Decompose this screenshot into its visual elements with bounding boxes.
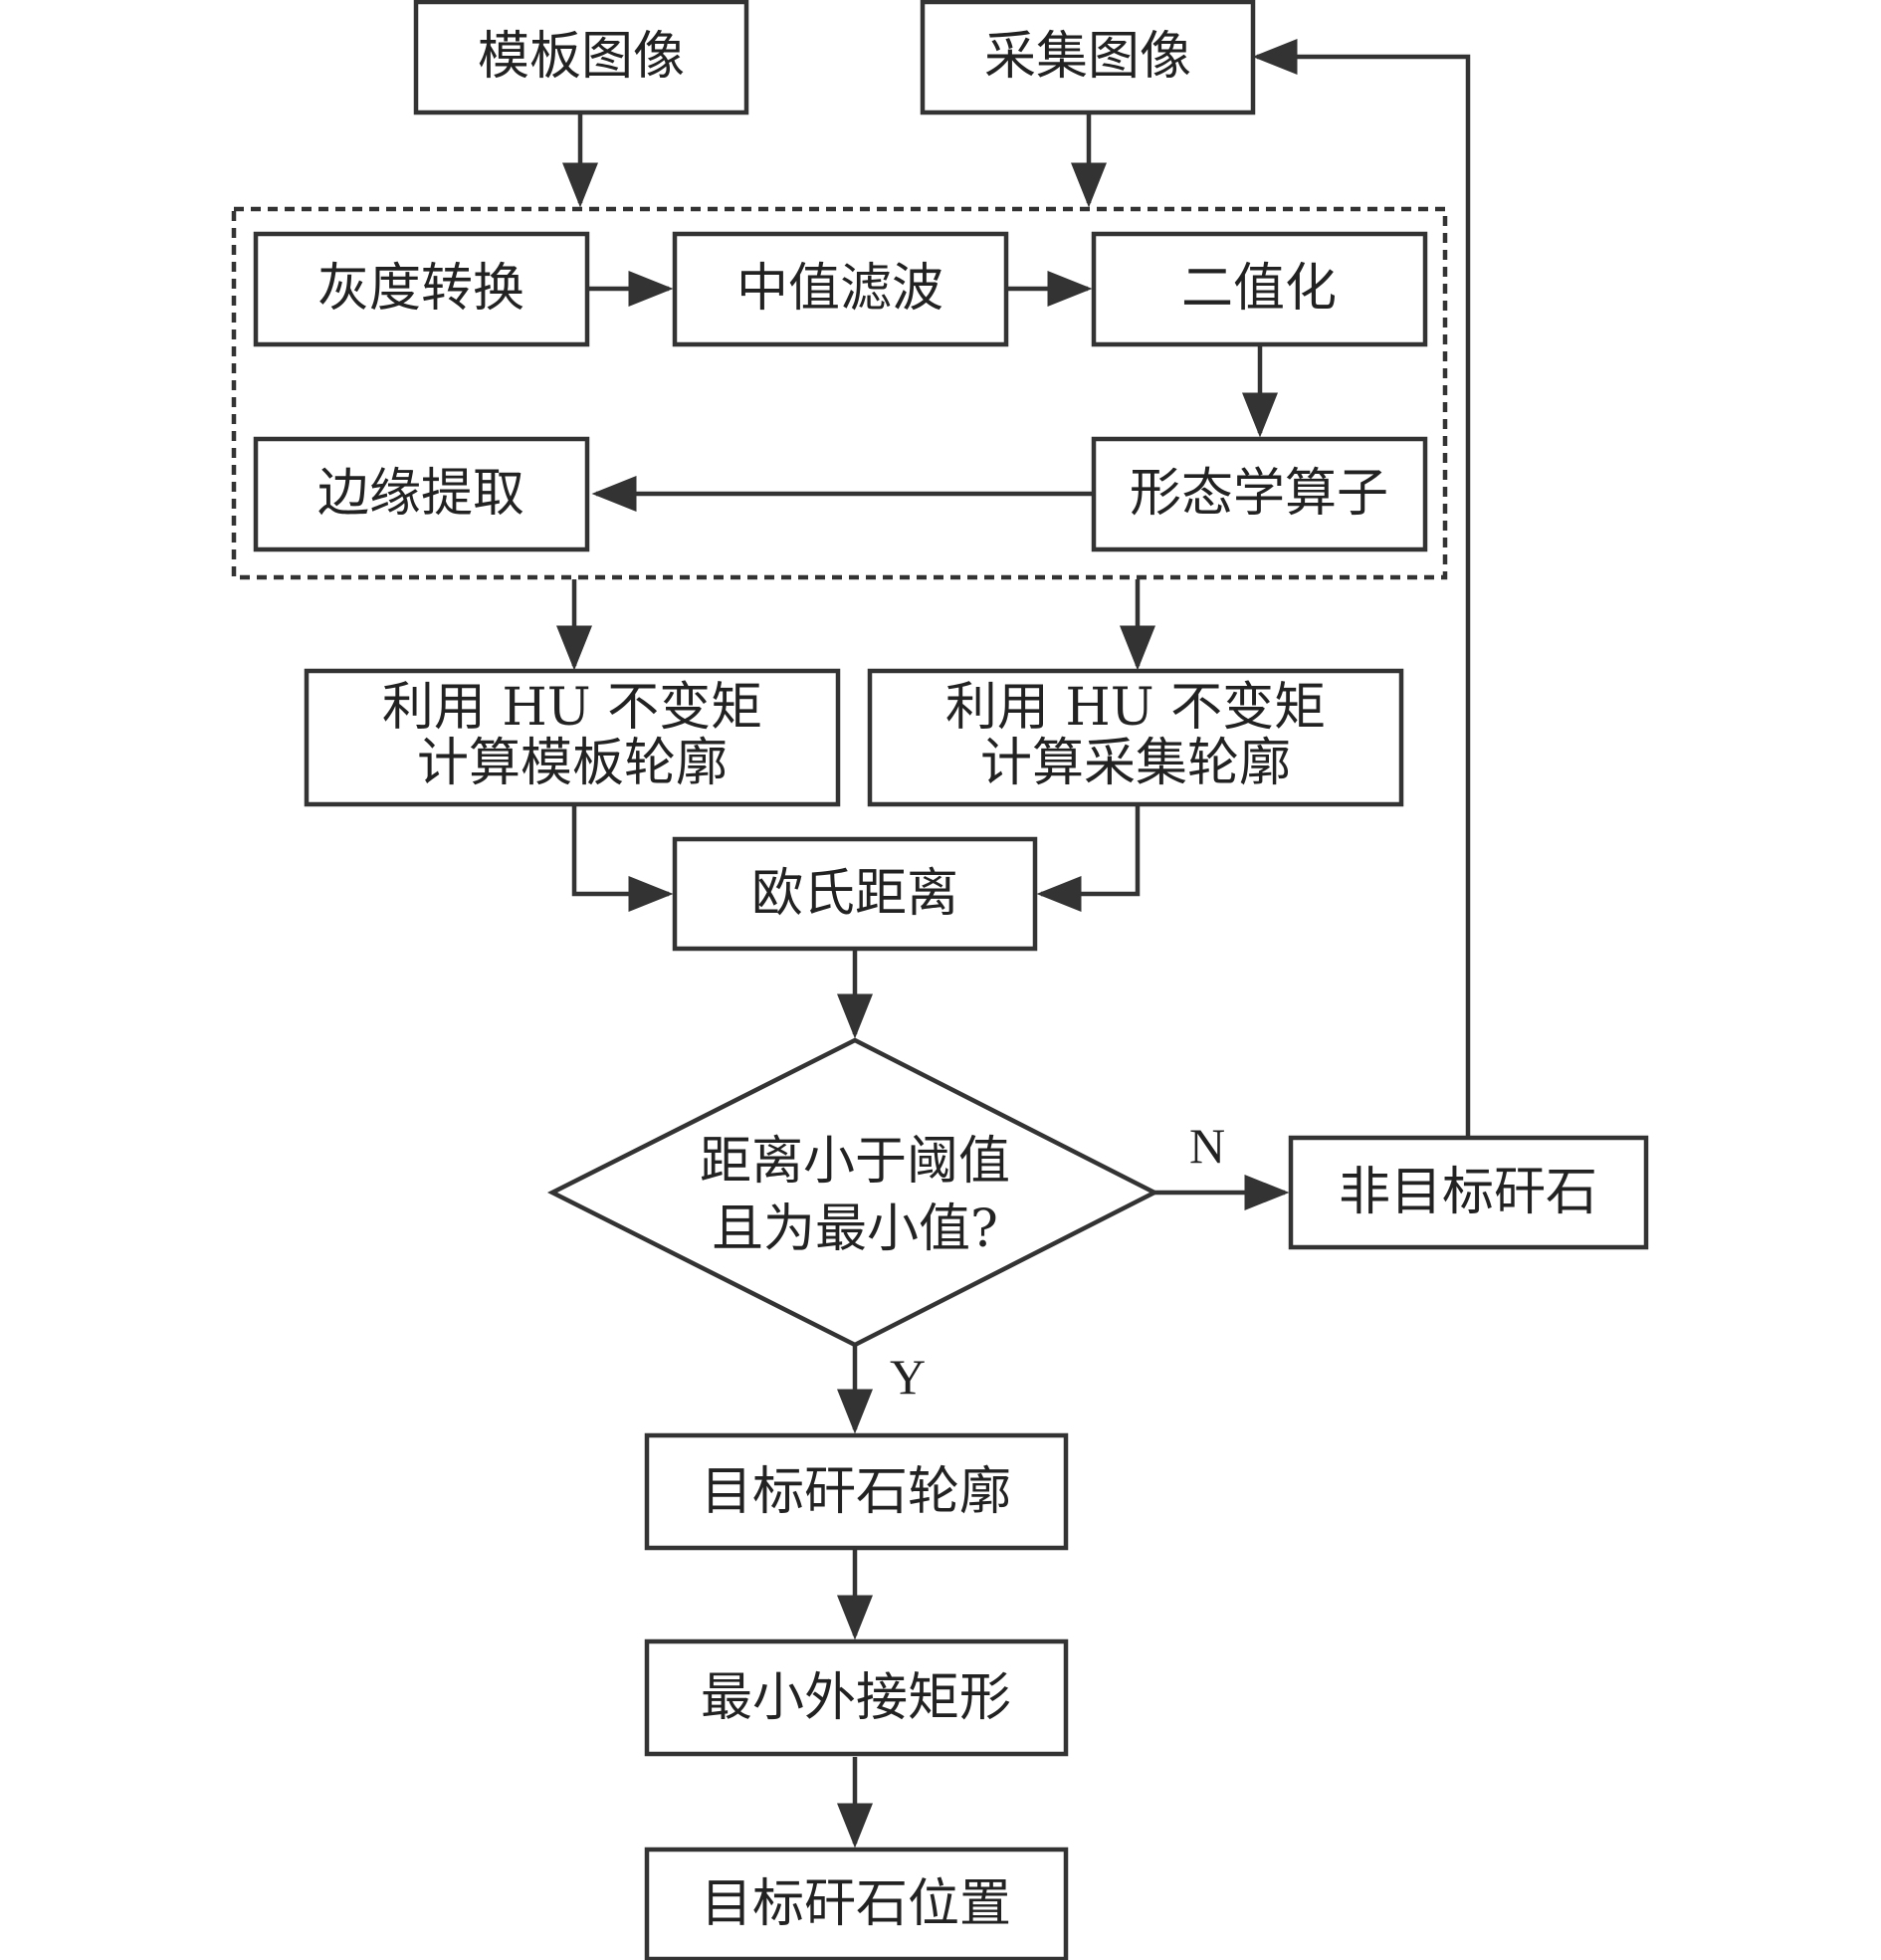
median-filter-label: 中值滤波 <box>736 259 943 319</box>
node-decision: 距离小于阈值 且为最小值? <box>546 1037 1159 1348</box>
node-target-position: 目标矸石位置 <box>644 1847 1069 1960</box>
min-bounding-rect-label: 最小外接矩形 <box>701 1668 1011 1728</box>
target-position-label: 目标矸石位置 <box>701 1874 1011 1934</box>
edge-hu-captured-to-distance <box>1036 804 1141 912</box>
preprocessing-group-border <box>231 206 1448 580</box>
node-edge-extraction: 边缘提取 <box>253 436 590 552</box>
morphology-label: 形态学算子 <box>1130 464 1388 524</box>
edge-non-target-loop-back <box>1252 39 1471 1138</box>
node-morphology: 形态学算子 <box>1091 436 1428 552</box>
decision-label-line2: 且为最小值? <box>712 1199 998 1259</box>
node-median-filter: 中值滤波 <box>672 231 1009 347</box>
euclidean-distance-label: 欧氏距离 <box>751 864 958 924</box>
captured-image-label: 采集图像 <box>984 27 1191 87</box>
hu-template-label-line1: 利用 HU 不变矩 <box>382 678 762 738</box>
template-image-label: 模板图像 <box>478 27 685 87</box>
hu-captured-label-line2: 计算采集轮廓 <box>980 734 1291 793</box>
hu-captured-label-line1: 利用 HU 不变矩 <box>945 678 1326 738</box>
edges <box>556 39 1471 1849</box>
node-grayscale: 灰度转换 <box>253 231 590 347</box>
node-euclidean-distance: 欧氏距离 <box>672 836 1038 952</box>
edge-label-no: N <box>1189 1118 1225 1174</box>
binarization-label: 二值化 <box>1181 259 1337 319</box>
node-non-target: 非目标矸石 <box>1288 1135 1649 1250</box>
node-binarization: 二值化 <box>1091 231 1428 347</box>
non-target-label: 非目标矸石 <box>1339 1163 1597 1222</box>
target-contour-label: 目标矸石轮廓 <box>701 1462 1011 1522</box>
edge-label-yes: Y <box>890 1349 926 1405</box>
hu-template-label-line2: 计算模板轮廓 <box>417 734 728 793</box>
edge-extraction-label: 边缘提取 <box>317 464 524 524</box>
node-target-contour: 目标矸石轮廓 <box>644 1432 1069 1551</box>
node-captured-image: 采集图像 <box>920 0 1256 115</box>
edge-hu-template-to-distance <box>571 804 674 912</box>
decision-label-line1: 距离小于阈值 <box>700 1132 1010 1192</box>
node-min-bounding-rect: 最小外接矩形 <box>644 1638 1069 1757</box>
node-hu-template: 利用 HU 不变矩 计算模板轮廓 <box>304 668 841 807</box>
node-hu-captured: 利用 HU 不变矩 计算采集轮廓 <box>867 668 1404 807</box>
node-template-image: 模板图像 <box>413 0 749 115</box>
grayscale-label: 灰度转换 <box>317 259 524 319</box>
